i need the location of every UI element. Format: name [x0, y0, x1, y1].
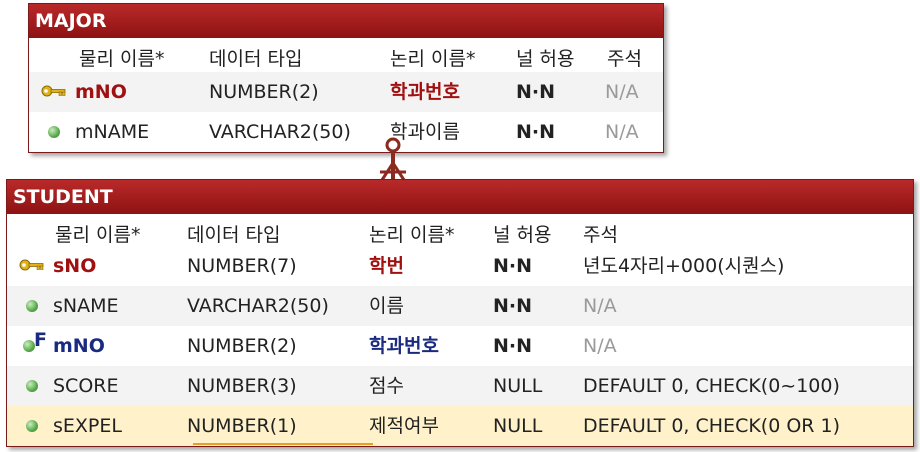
logical-name: 학과번호	[390, 81, 460, 103]
key-icon	[41, 83, 67, 103]
entity-major[interactable]: MAJOR 물리 이름* 데이터 타입 논리 이름* 널 허용 주석 mNO N…	[28, 3, 664, 153]
attribute-row[interactable]: SCORE NUMBER(3) 점수 NULL DEFAULT 0, CHECK…	[7, 366, 913, 406]
comment: DEFAULT 0, CHECK(0 OR 1)	[583, 415, 841, 437]
logical-name: 제적여부	[369, 415, 439, 437]
logical-name: 점수	[369, 375, 404, 397]
header-nullable: 널 허용	[493, 224, 552, 246]
header-data-type: 데이터 타입	[187, 224, 281, 246]
nullable: N·N	[493, 335, 533, 357]
physical-name: SCORE	[53, 375, 119, 397]
attribute-dot-icon	[23, 340, 35, 352]
nullable: N·N	[516, 81, 556, 103]
physical-name: sNAME	[53, 295, 119, 317]
comment: N/A	[605, 121, 639, 143]
data-type: VARCHAR2(50)	[187, 295, 329, 317]
data-type: NUMBER(3)	[187, 375, 297, 397]
header-logical-name: 논리 이름*	[369, 224, 455, 246]
header-comment: 주석	[583, 224, 618, 246]
attribute-row-selected[interactable]: sEXPEL NUMBER(1) 제적여부 NULL DEFAULT 0, CH…	[7, 406, 913, 446]
logical-name: 이름	[369, 295, 404, 317]
header-logical-name: 논리 이름*	[390, 48, 476, 70]
attribute-row[interactable]: mNO NUMBER(2) 학과번호 N·N N/A	[29, 72, 663, 112]
nullable: NULL	[493, 375, 543, 397]
data-type: NUMBER(7)	[187, 255, 297, 277]
header-data-type: 데이터 타입	[209, 48, 303, 70]
attribute-row[interactable]: F mNO NUMBER(2) 학과번호 N·N N/A	[7, 326, 913, 366]
data-type: NUMBER(2)	[187, 335, 297, 357]
comment: 년도4자리+000(시퀀스)	[583, 255, 785, 277]
logical-name: 학과이름	[390, 121, 460, 143]
attribute-dot-icon	[26, 380, 38, 392]
edit-cursor-underline	[193, 443, 373, 445]
physical-name: sEXPEL	[53, 415, 122, 437]
comment: N/A	[583, 295, 617, 317]
nullable: N·N	[493, 255, 533, 277]
logical-name: 학과번호	[369, 335, 439, 357]
attribute-row[interactable]: sNAME VARCHAR2(50) 이름 N·N N/A	[7, 286, 913, 326]
entity-title: STUDENT	[7, 180, 913, 214]
nullable: N·N	[516, 121, 556, 143]
entity-title: MAJOR	[29, 4, 663, 38]
attribute-dot-icon	[26, 300, 38, 312]
relationship-connector[interactable]	[368, 130, 418, 184]
nullable: N·N	[493, 295, 533, 317]
physical-name: mNAME	[75, 121, 150, 143]
key-icon	[19, 257, 45, 277]
header-physical-name: 물리 이름*	[55, 224, 141, 246]
physical-name: sNO	[53, 255, 97, 277]
attribute-dot-icon	[26, 420, 38, 432]
physical-name: mNO	[53, 335, 105, 357]
data-type[interactable]: NUMBER(1)	[187, 415, 297, 437]
header-comment: 주석	[607, 48, 642, 70]
attribute-dot-icon	[48, 126, 60, 138]
physical-name: mNO	[75, 81, 127, 103]
foreign-key-icon: F	[34, 329, 47, 351]
logical-name: 학번	[369, 255, 404, 277]
header-nullable: 널 허용	[516, 48, 575, 70]
attribute-row[interactable]: mNAME VARCHAR2(50) 학과이름 N·N N/A	[29, 112, 663, 152]
data-type: VARCHAR2(50)	[209, 121, 351, 143]
entity-student[interactable]: STUDENT 물리 이름* 데이터 타입 논리 이름* 널 허용 주석 sNO…	[6, 179, 914, 447]
comment: N/A	[583, 335, 617, 357]
attribute-row[interactable]: sNO NUMBER(7) 학번 N·N 년도4자리+000(시퀀스)	[7, 246, 913, 286]
comment: N/A	[605, 81, 639, 103]
nullable: NULL	[493, 415, 543, 437]
comment: DEFAULT 0, CHECK(0~100)	[583, 375, 840, 397]
header-physical-name: 물리 이름*	[79, 48, 165, 70]
data-type: NUMBER(2)	[209, 81, 319, 103]
